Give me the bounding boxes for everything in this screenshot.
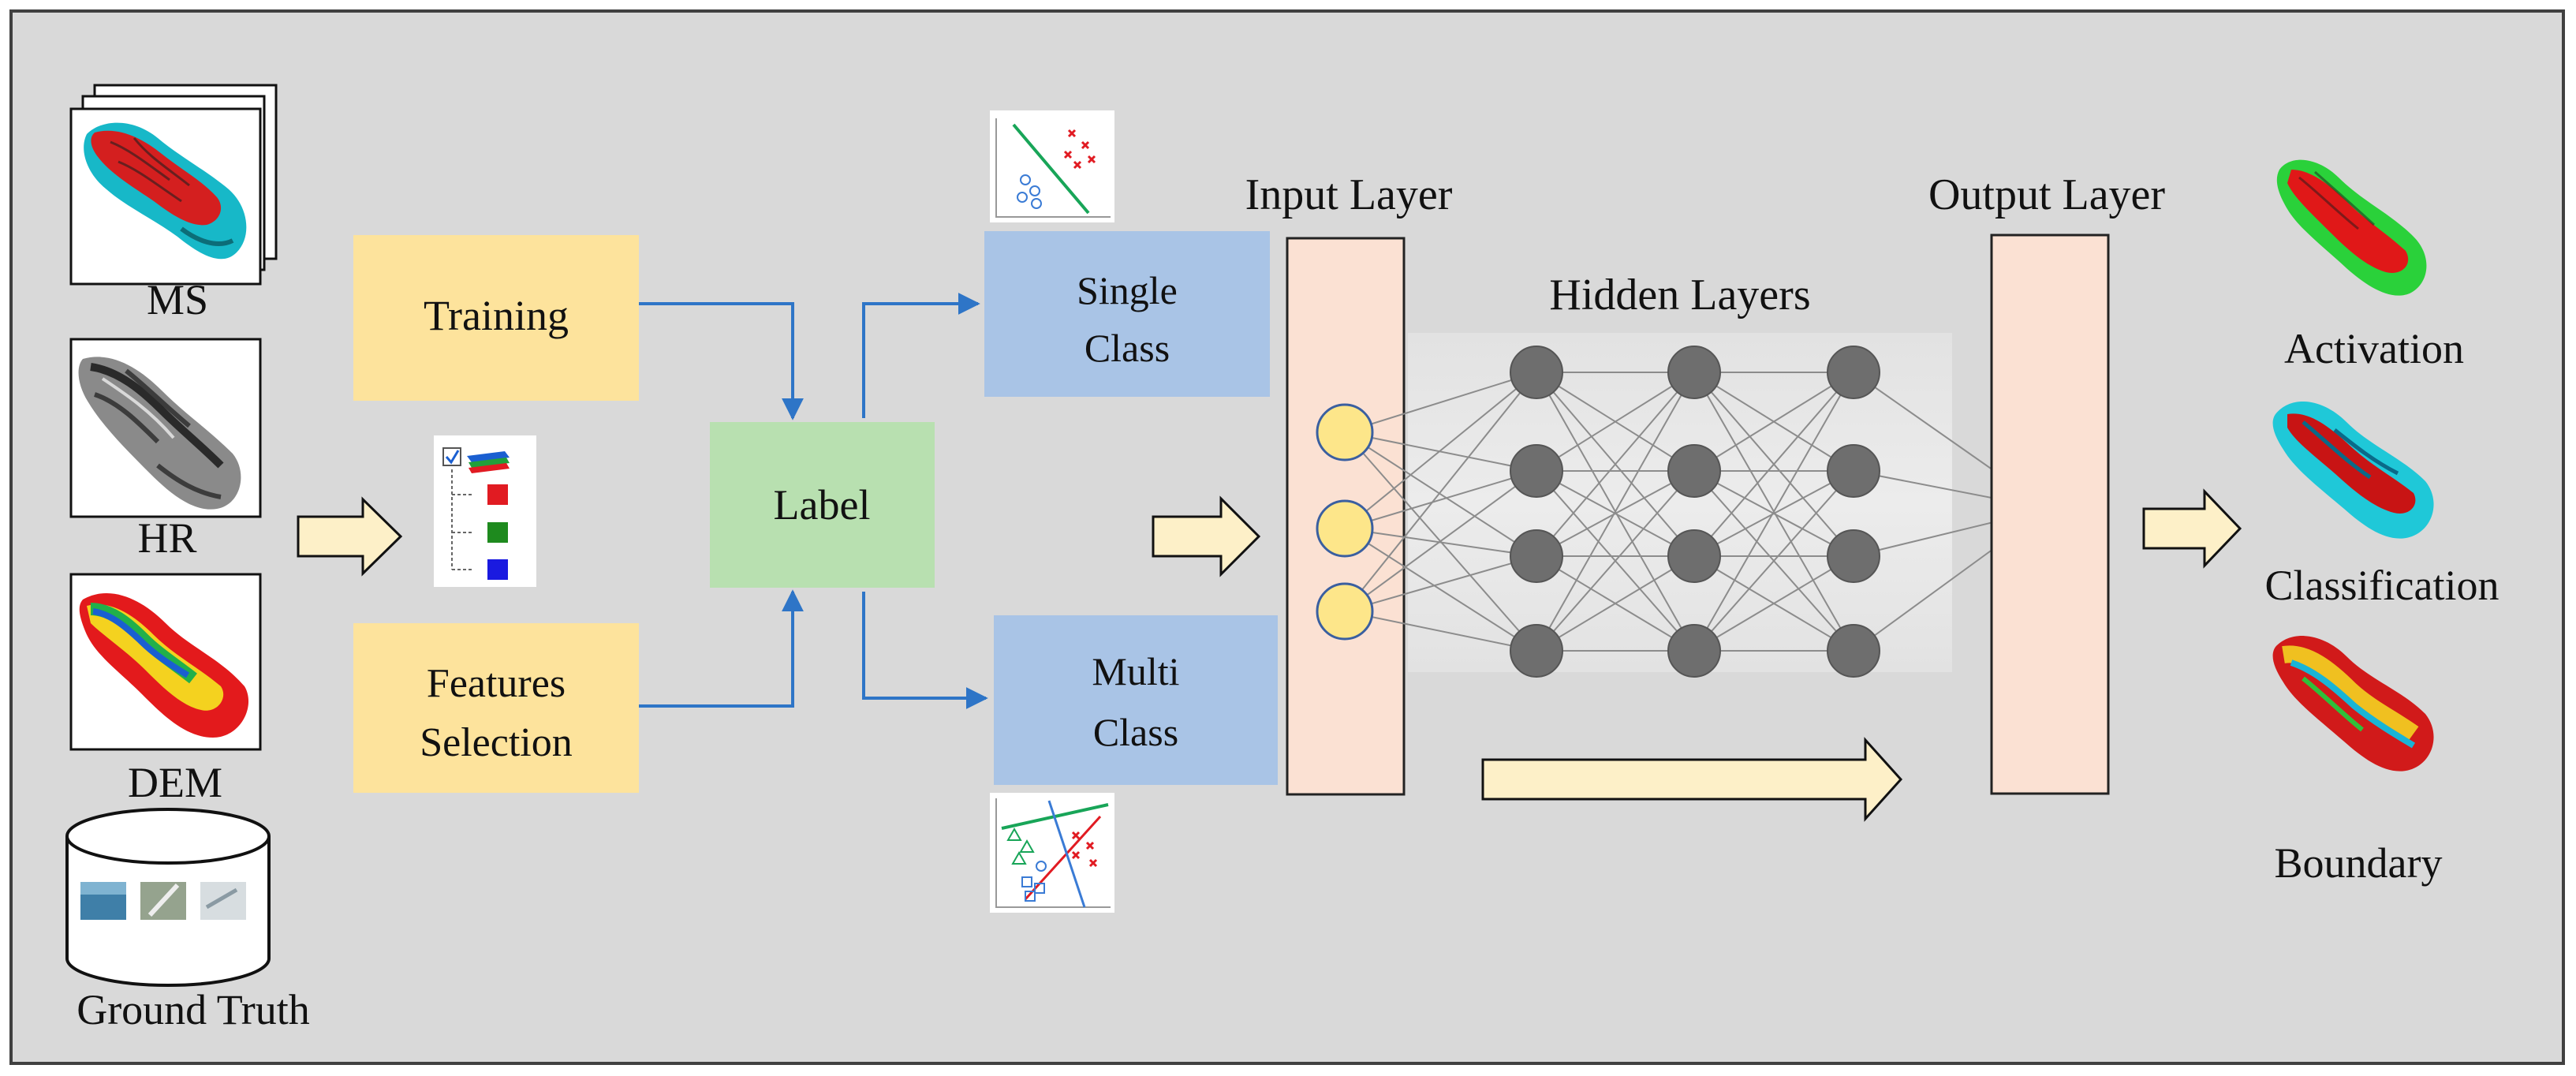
hidden-node [1667,624,1721,678]
hidden-node [1827,346,1880,399]
network-edge [1536,372,1695,557]
training-box [353,235,639,401]
input-node [1316,499,1374,558]
ms-map-icon [84,122,247,260]
classification-map-icon [2272,401,2434,539]
fat-arrow-to-outputs [2142,488,2242,569]
network-edge [1693,555,1854,652]
network-edge [1344,470,1537,529]
fat-arrow-hidden-to-output [1481,737,1903,822]
ms-image-stack [69,84,278,286]
network-edge [1344,555,1537,612]
hidden-node [1510,346,1563,399]
network-edge [1344,372,1537,612]
connector-features-to-label [639,589,804,708]
network-edge [1693,372,1854,652]
dem-map-icon [79,592,249,738]
dem-label: DEM [128,759,222,806]
network-edge [1693,470,1854,652]
connector-label-to-single-class [862,293,980,418]
multi-class-box [994,615,1278,785]
network-edge [1536,372,1695,472]
hr-map-icon [78,357,241,510]
features-selection-label-line1: Features [427,661,566,706]
output-layer-title: Output Layer [1928,170,2165,219]
network-edge [1536,555,1695,652]
activation-label: Activation [2284,325,2464,372]
boundary-map-icon [2272,636,2434,772]
label-box-label: Label [774,481,871,529]
ground-truth-label: Ground Truth [77,986,310,1033]
hidden-node [1667,346,1721,399]
hidden-node [1510,529,1563,583]
hr-image [69,338,262,518]
network-edge [1344,432,1537,472]
fat-arrow-inputs [297,496,403,577]
hidden-node [1827,444,1880,498]
label-box [710,422,935,588]
hidden-node [1827,529,1880,583]
database-icon [65,808,271,987]
hidden-node [1510,624,1563,678]
activation-map-icon [2276,159,2427,296]
input-layer-title: Input Layer [1245,170,1453,219]
input-node [1316,582,1374,641]
multi-class-label-line2: Class [1093,710,1178,754]
single-class-scatter-icon [990,110,1114,222]
features-selection-box [353,623,639,793]
network-nodes [1316,346,2076,678]
fat-arrow-to-input-layer [1152,495,1261,577]
hr-label: HR [137,514,196,562]
network-edge [1536,372,1695,652]
ms-label: MS [147,276,208,323]
network-edge [1344,528,1537,557]
dem-image [69,573,262,751]
network-edge [1344,528,1537,652]
network-edge [1693,470,1854,557]
network-edge [1536,470,1695,652]
multi-class-label-line1: Multi [1092,649,1179,693]
output-layer-box [1990,234,2110,795]
input-node [1316,403,1374,461]
single-class-box [984,231,1270,397]
connector-label-to-multi-class [862,592,988,709]
hidden-node [1667,444,1721,498]
network-edge [1536,470,1695,557]
hidden-layers-title: Hidden Layers [1549,271,1810,319]
network-edge [1344,372,1537,529]
boundary-label: Boundary [2275,839,2443,887]
network-edge [1693,372,1854,472]
network-edge [1344,470,1537,612]
single-class-label-line2: Class [1085,326,1170,370]
hidden-node [1827,624,1880,678]
multi-class-scatter-icon [990,793,1114,913]
layer-tree-icon [434,435,536,587]
network-edge [1693,372,1854,557]
features-selection-label-line2: Selection [420,720,573,765]
training-label: Training [424,292,569,339]
single-class-label-line1: Single [1077,268,1178,312]
classification-label: Classification [2265,562,2499,609]
network-edge [1344,611,1537,652]
connector-training-to-label [639,302,804,420]
hidden-node [1667,529,1721,583]
hidden-node [1510,444,1563,498]
network-edge [1344,372,1537,433]
network-edge [1344,432,1537,557]
